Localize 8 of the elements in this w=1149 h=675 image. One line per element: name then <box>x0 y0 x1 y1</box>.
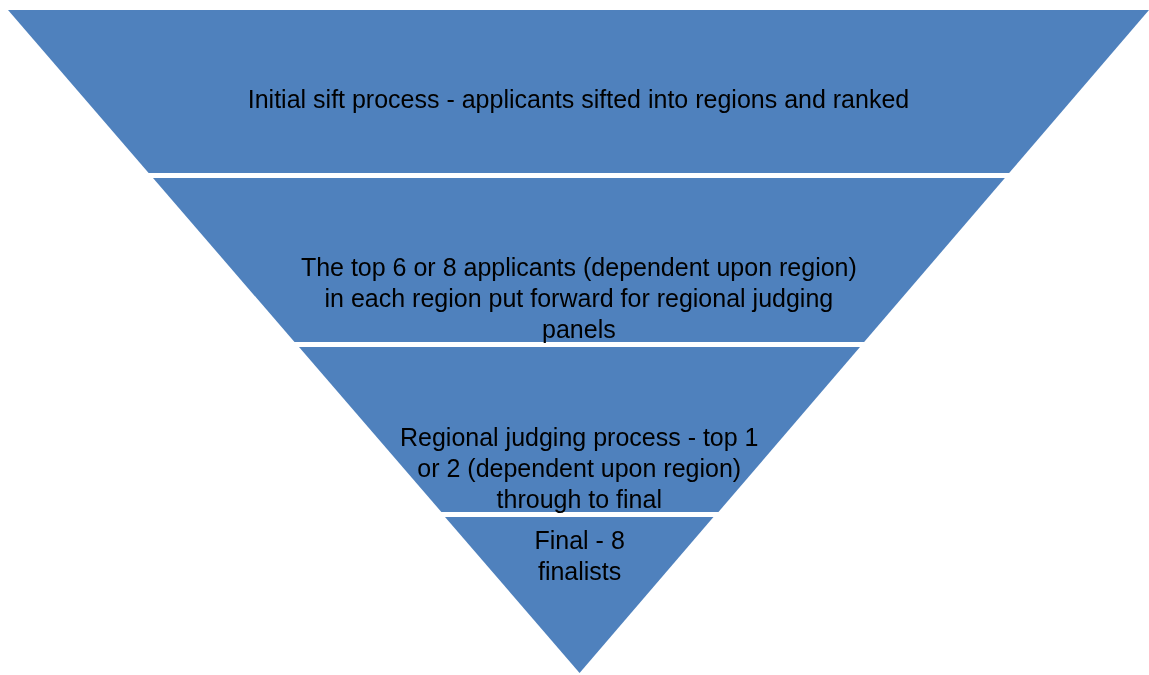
funnel-band <box>445 517 714 673</box>
funnel-band <box>298 347 860 512</box>
band-text: The top 6 or 8 applicants (dependent upon region) in each region put forward for regional judging panels <box>299 252 858 345</box>
band-text: Regional judging process - top 1 or 2 (dependent upon region) through to final <box>398 421 760 515</box>
funnel-band <box>8 10 1149 173</box>
band-text: Initial sift process - applicants sifted into regions and ranked <box>246 83 911 115</box>
funnel-band <box>152 178 1005 342</box>
band-text: Final - 8 finalists <box>533 525 626 587</box>
